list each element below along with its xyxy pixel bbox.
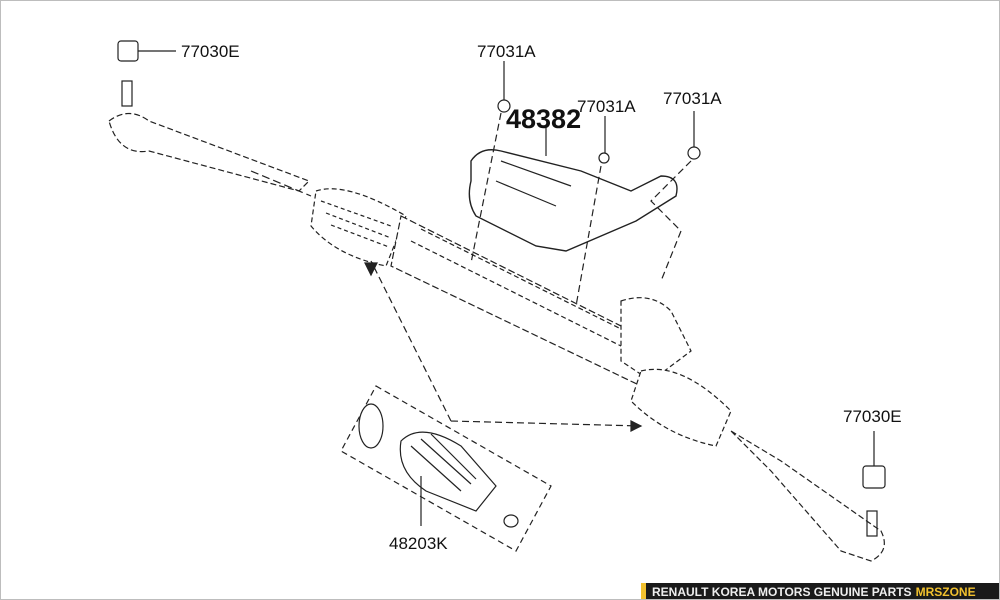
part-label-48203k[interactable]: 48203K	[389, 534, 448, 553]
part-label-77031a-3[interactable]: 77031A	[663, 89, 722, 108]
boot-kit-group	[340, 260, 643, 552]
part-label-77031a-1[interactable]: 77031A	[477, 42, 536, 61]
footer-caption: RENAULT KOREA MOTORS GENUINE PARTS	[652, 585, 912, 599]
heat-shield	[468, 61, 701, 307]
part-label-77031a-2[interactable]: 77031A	[577, 97, 636, 116]
left-bellows	[310, 188, 407, 267]
footer-accent	[641, 583, 646, 599]
part-label-77030e-bottom[interactable]: 77030E	[843, 407, 902, 426]
rack-housing	[390, 215, 692, 387]
part-label-77030e-top[interactable]: 77030E	[181, 42, 240, 61]
right-bellows	[630, 368, 885, 562]
left-tie-rod	[108, 40, 312, 197]
part-label-48382[interactable]: 48382	[506, 104, 582, 134]
footer-brand: MRSZONE	[915, 585, 976, 599]
right-nut	[862, 431, 886, 537]
footer-banner: RENAULT KOREA MOTORS GENUINE PARTS MRSZO…	[641, 583, 999, 599]
